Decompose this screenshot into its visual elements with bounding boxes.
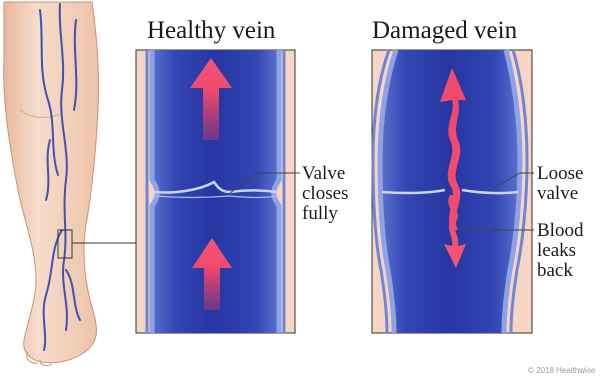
healthy-vein-title: Healthy vein	[147, 17, 276, 44]
loose-valve-label: Loose valve	[537, 163, 583, 204]
label-line-loose: Loose	[537, 163, 583, 184]
healthy-vein-panel: Healthy vein	[136, 17, 300, 333]
label-line-valve-2: valve	[537, 183, 578, 204]
damaged-vein-title: Damaged vein	[372, 17, 518, 44]
label-line-leaks: leaks	[537, 240, 576, 261]
label-line-blood: Blood	[537, 220, 584, 241]
label-line-closes: closes	[302, 183, 348, 204]
healthy-valve-label: Valve closes fully	[302, 163, 348, 224]
blood-leaks-label: Blood leaks back	[537, 220, 584, 281]
label-line-back: back	[537, 260, 573, 281]
leg-illustration-icon	[4, 2, 136, 366]
label-line-valve: Valve	[302, 163, 345, 184]
credit-text: © 2018 Healthwise	[528, 366, 596, 375]
label-line-fully: fully	[302, 203, 338, 224]
damaged-vein-panel: Damaged vein	[372, 17, 534, 333]
